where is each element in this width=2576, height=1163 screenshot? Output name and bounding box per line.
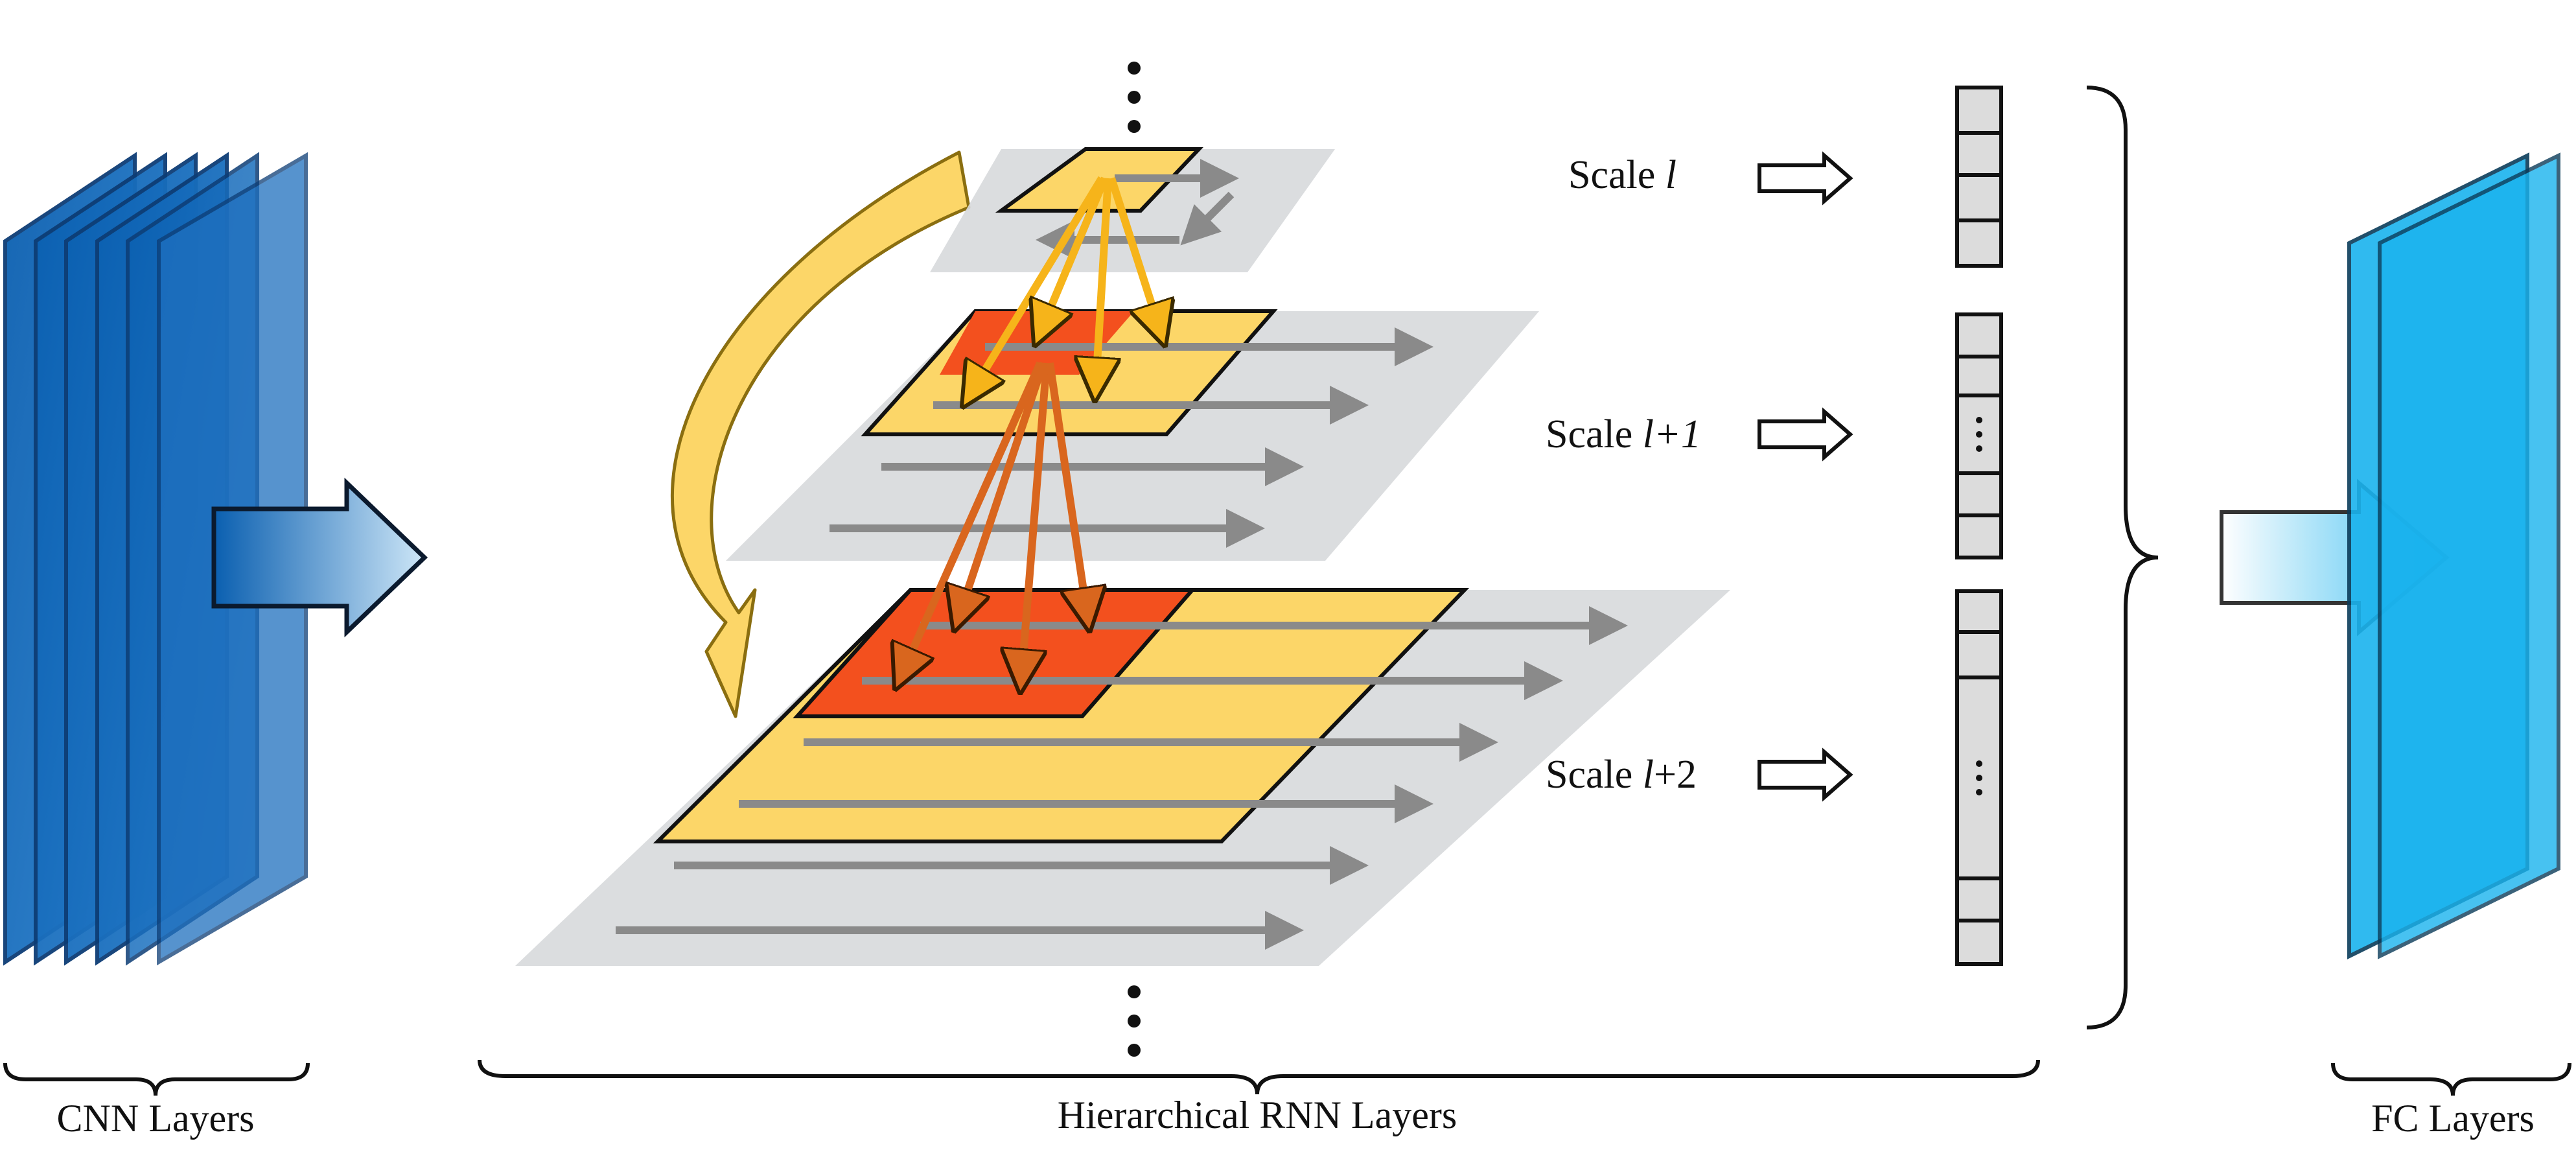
vertical-ellipsis-icon	[1976, 417, 1982, 452]
svg-text:Scale l+2: Scale l+2	[1546, 753, 1697, 797]
scale-label-l+1: Scale l+1	[1546, 412, 1701, 456]
hollow-right-arrow-icon	[1758, 151, 1853, 206]
scale-label-l+2: Scale l+2	[1546, 753, 1697, 797]
vertical-ellipsis-icon	[1976, 760, 1982, 795]
hollow-right-arrow-icon	[1758, 747, 1853, 802]
feature-vector-scale-l	[1955, 86, 2003, 268]
fc-layer	[2378, 152, 2560, 959]
brace-icon	[478, 1059, 2040, 1095]
plane-scale-l+1	[726, 309, 1539, 561]
hollow-right-arrow-icon	[1758, 407, 1853, 462]
fc-layers-label: FC Layers	[2371, 1097, 2535, 1140]
scale-label-l: Scale l	[1568, 153, 1677, 197]
svg-text:Scale l: Scale l	[1568, 153, 1677, 197]
brace-icon	[2086, 86, 2159, 1029]
cnn-layers-label: CNN Layers	[57, 1097, 255, 1140]
arrows-l-to-l1	[966, 176, 1163, 402]
vertical-ellipsis-icon	[1128, 985, 1141, 1057]
fc-layer-stack	[2347, 152, 2560, 959]
vertical-ellipsis-icon	[1128, 62, 1141, 133]
cnn-to-rnn-arrow	[211, 477, 428, 638]
arrows-l1-to-l2	[898, 361, 1089, 687]
brace-icon	[2331, 1063, 2571, 1096]
hierarchical-rnn-layers-label: Hierarchical RNN Layers	[1058, 1094, 1457, 1136]
curved-arrow-icon	[671, 150, 971, 718]
svg-text:Scale l+1: Scale l+1	[1546, 412, 1701, 456]
brace-icon	[3, 1063, 310, 1096]
plane-scale-l	[930, 147, 1335, 272]
plane-scale-l+2	[515, 588, 1730, 966]
